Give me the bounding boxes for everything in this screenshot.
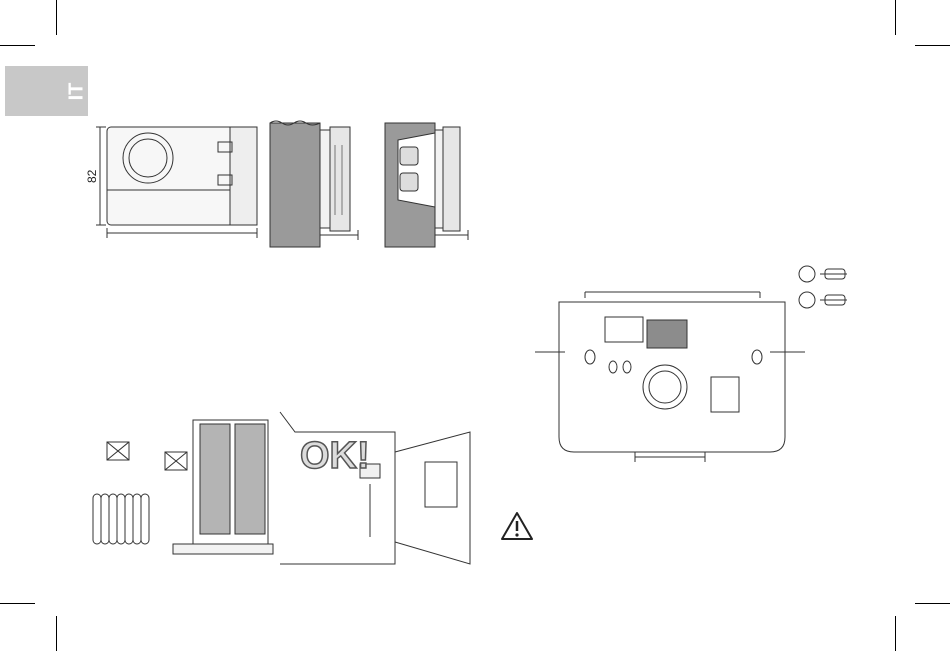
- crop-mark: [56, 616, 57, 651]
- screw-anchor-icon: [799, 292, 847, 308]
- language-tab-label: IT: [66, 82, 89, 100]
- thermostat-side-view-box: [385, 123, 468, 247]
- screw-anchor-icon: [799, 266, 847, 282]
- thermostat-front-view: [96, 127, 257, 238]
- crop-mark: [0, 45, 35, 46]
- figure-placement: OK!: [85, 412, 485, 572]
- crop-mark: [915, 45, 950, 46]
- warning-triangle-icon: [500, 511, 534, 541]
- height-dimension-label: 82: [85, 169, 99, 183]
- crossed-box-icon: [107, 442, 129, 460]
- figure-dimensions: 82: [80, 115, 500, 260]
- crop-mark: [895, 0, 896, 35]
- crop-mark: [56, 0, 57, 35]
- crop-mark: [915, 603, 950, 604]
- mounting-base: [535, 292, 805, 462]
- figure-mounting-base: [535, 262, 855, 482]
- thermostat-side-view-wall: [270, 121, 358, 247]
- crossed-box-icon: [165, 452, 187, 470]
- window-icon: [173, 420, 273, 554]
- ok-label: OK!: [300, 435, 370, 477]
- language-tab: IT: [5, 66, 88, 116]
- radiator-icon: [93, 494, 149, 544]
- crop-mark: [895, 616, 896, 651]
- crop-mark: [0, 603, 35, 604]
